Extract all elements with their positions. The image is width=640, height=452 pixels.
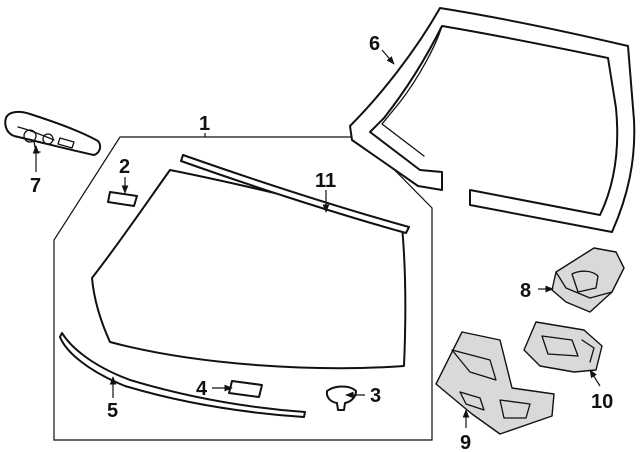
windshield-glass	[91, 169, 407, 370]
callout-3: 3	[370, 385, 381, 407]
windshield-frame	[349, 7, 636, 233]
plug-bracket	[325, 385, 357, 411]
rearview-mirror	[4, 110, 102, 156]
bracket-part-8	[551, 247, 625, 313]
callout-5: 5	[107, 400, 118, 422]
lower-molding	[59, 332, 306, 418]
callout-1: 1	[199, 113, 210, 135]
callout-8: 8	[520, 280, 531, 302]
callout-10: 10	[591, 391, 613, 413]
callout-4: 4	[196, 378, 208, 400]
console-bracket-9	[435, 331, 555, 435]
mount-plate-10	[523, 321, 603, 373]
callout-9: 9	[460, 432, 471, 452]
upper-molding	[180, 154, 410, 234]
callout-11: 11	[315, 170, 336, 192]
leader-lines	[32, 49, 601, 428]
label-sticker	[107, 191, 138, 207]
callout-6: 6	[369, 33, 380, 55]
callout-7: 7	[30, 175, 41, 197]
callout-2: 2	[119, 156, 130, 178]
sensor-cover	[228, 380, 263, 398]
